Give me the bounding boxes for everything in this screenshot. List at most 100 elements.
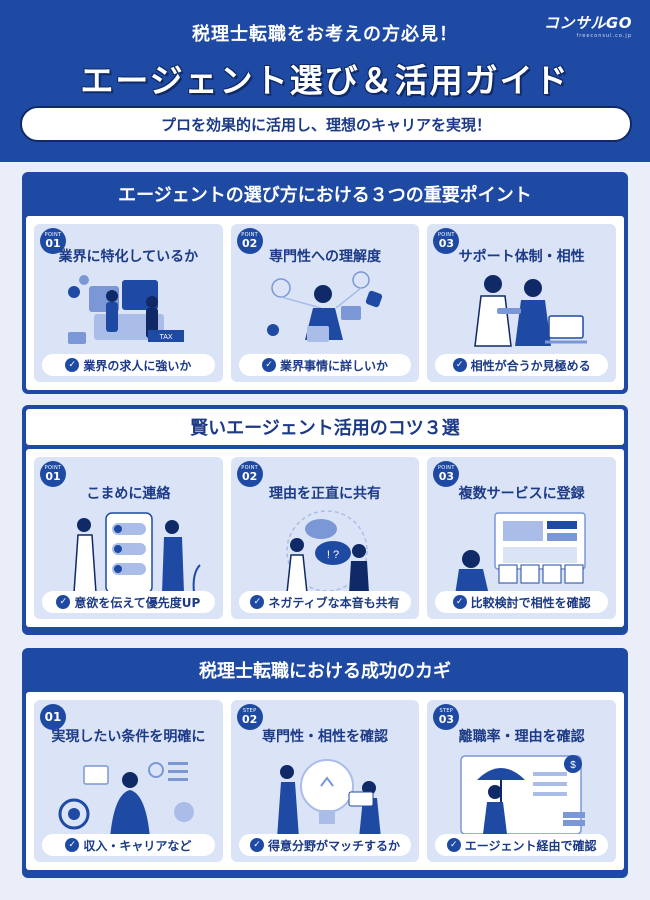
badge-label: POINT [437,232,455,238]
point-badge: POINT 01 [40,461,66,487]
section-body: 01 実現したい条件を明確に ✓ 収入・キャリアなど STEP 02 専門性・相… [26,692,624,870]
point-badge: POINT 03 [433,228,460,254]
point-badge: POINT 01 [40,228,66,254]
section-success-keys: 税理士転職における成功のカギ 01 実現したい条件を明確に ✓ 収入・キャリアな… [22,648,628,878]
badge-number: 03 [438,237,454,250]
check-icon: ✓ [56,595,71,609]
point-badge: POINT 02 [236,228,263,254]
brand-logo[interactable]: コンサルGO freeconsul.co.jp [544,12,632,39]
section-selection-points: エージェントの選び方における３つの重要ポイント POINT 01 業界に特化して… [22,172,628,394]
card-title: 専門性・相性を確認 [262,729,388,745]
check-icon: ✓ [262,358,276,372]
support-team-illustration [474,275,588,347]
badge-label: POINT [241,232,259,238]
tax-puzzle-illustration: TAX [68,275,184,344]
section-title: エージェントの選び方における３つの重要ポイント [118,185,532,206]
badge-label: STEP [439,708,454,714]
card-title: 理由を正直に共有 [269,486,381,502]
tag-text: 比較検討で相性を確認 [470,595,591,610]
point-card: POINT 01 業界に特化しているか TAX ✓ 業界の求人に強いか [34,224,223,382]
brand-name: コンサルGO [543,14,632,32]
tag-text: 意欲を伝えて優先度UP [74,595,201,610]
step-card: STEP 02 専門性・相性を確認 ✓ 得意分野がマッチするか [230,700,420,862]
expert-network-illustration [266,271,382,342]
check-icon: ✓ [250,595,265,609]
svg-text:$: $ [571,760,577,771]
section-usage-tips: 賢いエージェント活用のコツ３選 POINT 01 こまめに連絡 ✓ 意欲を伝えて… [22,405,628,635]
badge-number: 02 [242,237,258,250]
badge-number: 01 [44,710,62,724]
step-card: STEP 03 離職率・理由を確認 $ ✓ エージェント経由で確認 [427,700,617,862]
section-body: POINT 01 業界に特化しているか TAX ✓ 業界の求人に強いか POI [26,216,624,390]
check-icon: ✓ [65,838,80,852]
card-title: 業界に特化しているか [58,249,199,265]
step-badge: STEP 03 [433,704,460,730]
point-card: POINT 03 サポート体制・相性 ✓ 相性が合うか見極める [427,224,617,382]
badge-number: 02 [242,713,258,726]
umbrella-review-illustration: $ [460,755,586,835]
tag-text: 得意分野がマッチするか [268,838,401,853]
svg-text:! ?: ! ? [327,549,339,561]
badge-label: STEP [242,708,257,714]
badge-label: POINT [44,232,62,238]
subtitle-pill: プロを効果的に活用し、理想のキャリアを実現！ [20,106,632,142]
badge-label: POINT [44,465,62,471]
point-card: POINT 02 専門性への理解度 ✓ 業界事情に詳しいか [230,224,420,382]
card-title: 専門性への理解度 [269,249,381,265]
card-title: 実現したい条件を明確に [51,729,206,745]
point-card: POINT 03 複数サービスに登録 ✓ 比較検討で相性を確認 [427,457,617,619]
card-title: こまめに連絡 [86,486,171,502]
section-title: 賢いエージェント活用のコツ３選 [26,409,624,445]
card-tag: ✓ 意欲を伝えて優先度UP [42,591,215,613]
step-card: 01 実現したい条件を明確に ✓ 収入・キャリアなど [34,700,223,862]
point-badge: POINT 03 [433,461,460,487]
idea-bulb-illustration [276,759,381,838]
card-title: サポート体制・相性 [458,249,585,265]
card-tag: ✓ 業界事情に詳しいか [238,354,412,376]
section-title: 税理士転職における成功のカギ [199,661,451,682]
step-badge: 01 [40,704,66,730]
badge-number: 03 [438,470,454,483]
card-tag: ✓ ネガティブな本音も共有 [238,591,412,613]
subtitle-text: プロを効果的に活用し、理想のキャリアを実現！ [160,115,491,134]
point-card: POINT 01 こまめに連絡 ✓ 意欲を伝えて優先度UP [34,457,223,619]
check-icon: ✓ [452,358,467,372]
card-tag: ✓ 比較検討で相性を確認 [435,591,609,613]
header-banner: 税理士転職をお考えの方必見！ コンサルGO freeconsul.co.jp エ… [0,0,650,162]
section-body: POINT 01 こまめに連絡 ✓ 意欲を伝えて優先度UP POINT 02 [26,449,624,627]
card-tag: ✓ 業界の求人に強いか [42,354,215,376]
badge-number: 01 [45,237,61,250]
main-title: エージェント選び＆活用ガイド [80,61,570,100]
point-badge: POINT 02 [236,461,263,487]
multi-service-illustration [455,512,587,595]
card-tag: ✓ 得意分野がマッチするか [238,834,412,856]
tag-text: 業界事情に詳しいか [280,358,389,373]
badge-number: 01 [45,470,61,483]
badge-number: 02 [242,470,258,483]
tag-text: 相性が合うか見極める [470,358,591,373]
tag-text: 収入・キャリアなど [83,838,192,853]
card-tag: ✓ 収入・キャリアなど [42,834,215,856]
check-icon: ✓ [250,838,264,852]
tag-text: 業界の求人に強いか [83,358,192,373]
tag-text: ネガティブな本音も共有 [268,595,400,610]
brand-sub: freeconsul.co.jp [576,33,632,39]
goal-target-illustration [58,762,194,838]
badge-label: POINT [437,465,455,471]
card-title: 複数サービスに登録 [458,486,585,502]
check-icon: ✓ [65,358,80,372]
check-icon: ✓ [446,838,461,852]
chat-contact-illustration [73,512,201,594]
card-tag: ✓ エージェント経由で確認 [435,834,609,856]
card-title: 離職率・理由を確認 [458,729,585,745]
tag-text: エージェント経由で確認 [464,838,597,853]
check-icon: ✓ [452,595,467,609]
point-card: POINT 02 理由を正直に共有 ! ? ✓ ネガティブな本音も共有 [230,457,420,619]
svg-text:TAX: TAX [159,334,172,341]
card-tag: ✓ 相性が合うか見極める [435,354,609,376]
badge-number: 03 [438,713,454,726]
step-badge: STEP 02 [236,704,263,730]
pre-title: 税理士転職をお考えの方必見！ [192,24,458,45]
honest-talk-illustration: ! ? [285,510,369,594]
badge-label: POINT [241,465,259,471]
